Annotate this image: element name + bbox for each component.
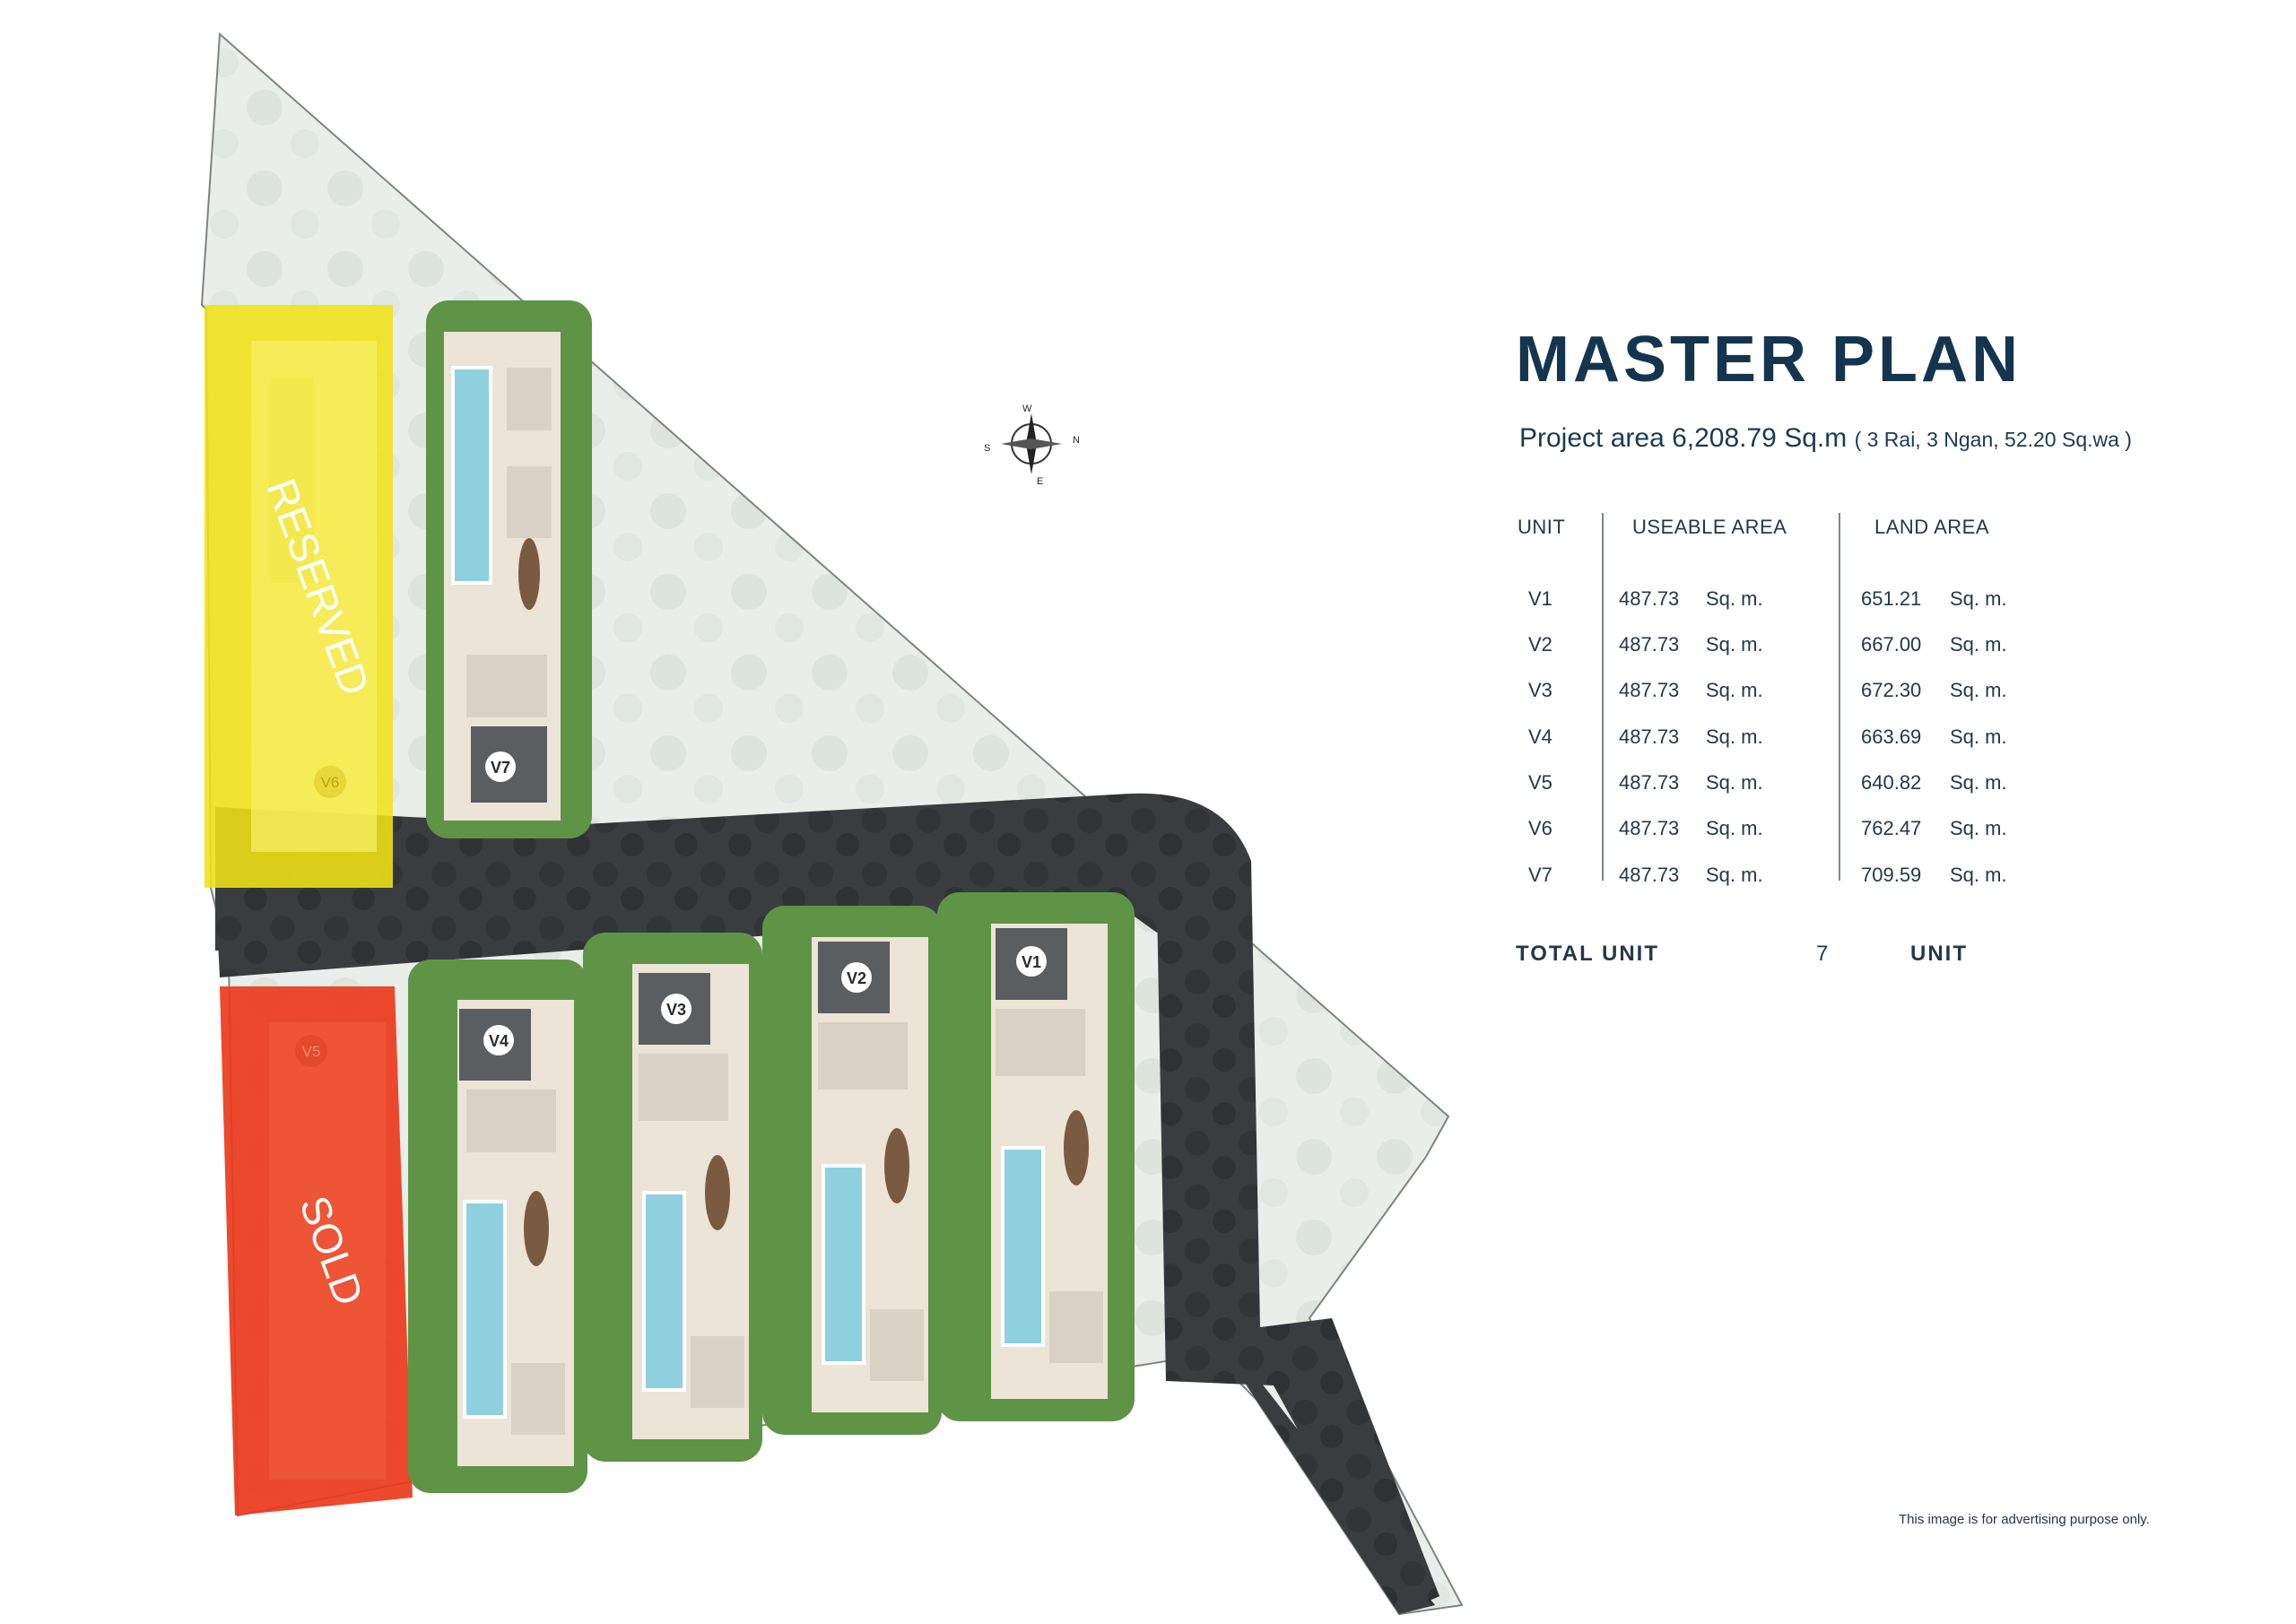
cell-unit: V7 [1528, 864, 1552, 886]
total-unit-label: TOTAL UNIT [1516, 942, 1659, 966]
lot-label-v4: V4 [489, 1032, 509, 1050]
table-row: V1 487.73 Sq. m. 651.21 Sq. m. [1516, 587, 2144, 618]
lot-label-v5: V5 [302, 1043, 321, 1060]
cell-useable: 487.73 [1619, 771, 1680, 794]
compass-east: E [1037, 476, 1043, 487]
lot-marker-v2 [841, 962, 872, 993]
cell-useable: 487.73 [1619, 679, 1680, 701]
lot-label-v3: V3 [666, 1001, 686, 1019]
lot-label-v2: V2 [847, 969, 866, 987]
lot-marker-v3 [661, 994, 691, 1024]
cell-land-unit: Sq. m. [1950, 679, 2007, 701]
cell-unit: V6 [1528, 817, 1552, 839]
cell-useable-unit: Sq. m. [1706, 633, 1763, 656]
lot-marker-v4 [483, 1025, 514, 1055]
cell-land: 651.21 [1861, 587, 1922, 610]
cell-useable: 487.73 [1619, 633, 1680, 656]
project-area: Project area 6,208.79 Sq.m ( 3 Rai, 3 Ng… [1519, 423, 2132, 454]
project-area-value: Project area 6,208.79 Sq.m [1519, 423, 1848, 453]
table-row: V4 487.73 Sq. m. 663.69 Sq. m. [1516, 725, 2144, 756]
page-title: MASTER PLAN [1516, 324, 2022, 395]
column-divider [1602, 513, 1604, 881]
master-plan-map: V7 V6 RESERVED V5 SOLD V4 V3 [200, 31, 1464, 1616]
table-row: V3 487.73 Sq. m. 672.30 Sq. m. [1516, 679, 2144, 709]
cell-unit: V1 [1528, 587, 1552, 610]
project-area-note: ( 3 Rai, 3 Ngan, 52.20 Sq.wa ) [1854, 428, 2132, 451]
total-unit-suffix: UNIT [1910, 942, 1968, 966]
column-header-useable-area: USEABLE AREA [1632, 516, 1787, 538]
lot-label-v1: V1 [1022, 953, 1041, 971]
lot-v7[interactable]: V7 [426, 300, 592, 838]
advertising-disclaimer: This image is for advertising purpose on… [1899, 1512, 2150, 1527]
cell-useable-unit: Sq. m. [1706, 817, 1763, 839]
lot-v4[interactable]: V4 [408, 960, 587, 1493]
column-divider [1839, 513, 1840, 881]
cell-land: 667.00 [1861, 633, 1922, 656]
cell-useable: 487.73 [1619, 587, 1680, 610]
cell-land: 709.59 [1861, 864, 1922, 886]
cell-land-unit: Sq. m. [1950, 864, 2007, 886]
table-row: V7 487.73 Sq. m. 709.59 Sq. m. [1516, 864, 2144, 894]
cell-unit: V2 [1528, 633, 1552, 656]
cell-useable-unit: Sq. m. [1706, 587, 1763, 610]
column-header-land-area: LAND AREA [1874, 516, 1989, 538]
cell-land-unit: Sq. m. [1950, 817, 2007, 839]
lot-v3[interactable]: V3 [583, 933, 762, 1462]
cell-land-unit: Sq. m. [1950, 771, 2007, 794]
lot-label-v7: V7 [491, 759, 510, 777]
compass-rose-icon: N S E W [984, 404, 1080, 487]
lot-v6-reserved[interactable]: V6 RESERVED [204, 305, 393, 888]
cell-land: 663.69 [1861, 725, 1922, 748]
lot-v1[interactable]: V1 [937, 892, 1135, 1421]
cell-useable: 487.73 [1619, 864, 1680, 886]
table-row: V6 487.73 Sq. m. 762.47 Sq. m. [1516, 817, 2144, 847]
cell-useable: 487.73 [1619, 725, 1680, 748]
compass-north: N [1073, 435, 1080, 446]
table-row: V2 487.73 Sq. m. 667.00 Sq. m. [1516, 633, 2144, 664]
cell-unit: V4 [1528, 725, 1552, 748]
cell-useable-unit: Sq. m. [1706, 725, 1763, 748]
cell-land-unit: Sq. m. [1950, 587, 2007, 610]
cell-useable-unit: Sq. m. [1706, 679, 1763, 701]
cell-land-unit: Sq. m. [1950, 725, 2007, 748]
cell-useable-unit: Sq. m. [1706, 771, 1763, 794]
compass-west: W [1022, 404, 1032, 414]
column-header-unit: UNIT [1518, 516, 1566, 538]
total-unit-count: 7 [1816, 942, 1831, 966]
cell-useable-unit: Sq. m. [1706, 864, 1763, 886]
lot-marker-v1 [1016, 946, 1047, 977]
lot-label-v6: V6 [321, 774, 340, 791]
lot-v5-sold[interactable]: V5 SOLD [220, 986, 413, 1515]
cell-unit: V3 [1528, 679, 1552, 701]
cell-useable: 487.73 [1619, 817, 1680, 839]
lot-v2[interactable]: V2 [762, 906, 942, 1435]
cell-land: 640.82 [1861, 771, 1922, 794]
compass-south: S [984, 443, 990, 454]
table-row: V5 487.73 Sq. m. 640.82 Sq. m. [1516, 771, 2144, 802]
cell-land: 672.30 [1861, 679, 1922, 701]
cell-unit: V5 [1528, 771, 1552, 794]
cell-land: 762.47 [1861, 817, 1922, 839]
lot-marker-v7 [485, 751, 516, 782]
cell-land-unit: Sq. m. [1950, 633, 2007, 656]
